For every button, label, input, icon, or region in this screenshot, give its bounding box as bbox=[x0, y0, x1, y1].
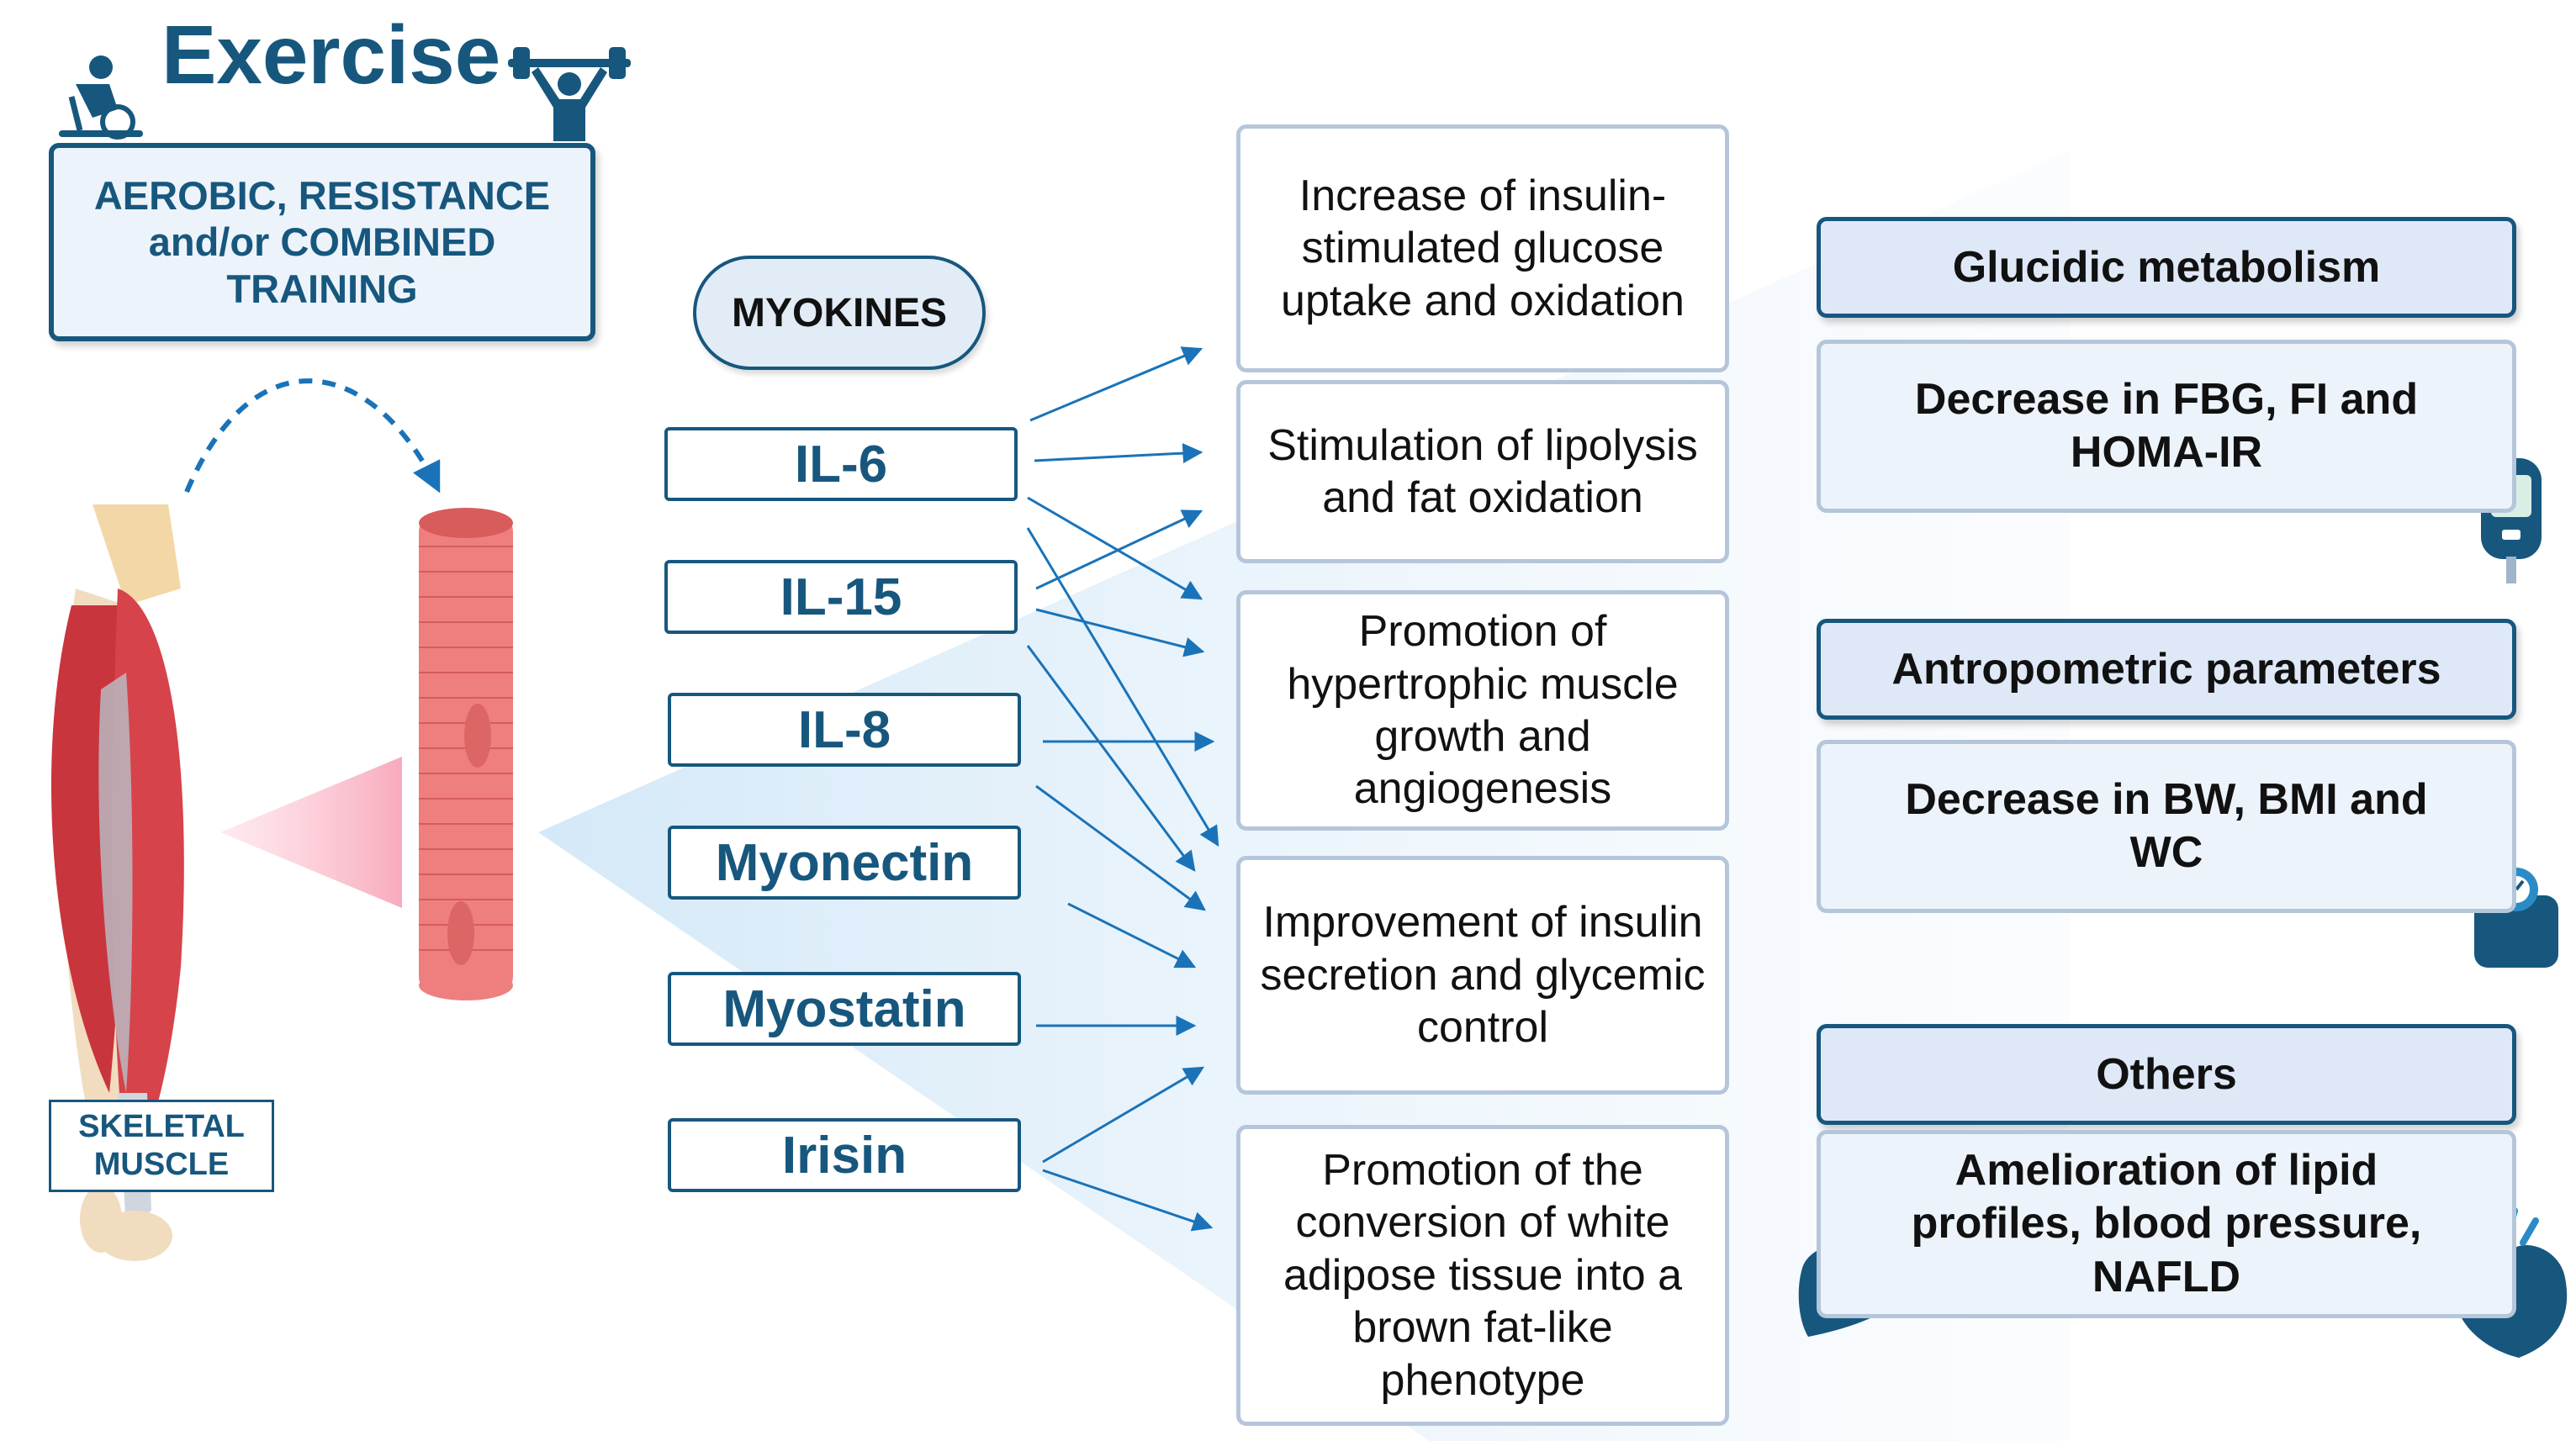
myokine-il6: IL-6 bbox=[664, 427, 1018, 501]
category-glucidic-heading: Glucidic metabolism bbox=[1817, 217, 2516, 318]
dashed-curve-arrow bbox=[184, 378, 441, 494]
zoom-cone bbox=[220, 757, 402, 908]
weightlifter-icon bbox=[508, 47, 631, 141]
cyclist-icon bbox=[59, 55, 143, 140]
category-others-heading: Others bbox=[1817, 1024, 2516, 1125]
effect-browning: Promotion of the conversion of white adi… bbox=[1236, 1125, 1729, 1426]
training-box: AEROBIC, RESISTANCE and/or COMBINED TRAI… bbox=[49, 143, 595, 341]
effect-insulin-secretion: Improvement of insulin secretion and gly… bbox=[1236, 856, 1729, 1095]
myokines-label: MYOKINES bbox=[693, 256, 986, 370]
effect-hypertrophy: Promotion of hypertrophic muscle growth … bbox=[1236, 590, 1729, 831]
category-antropometric-heading: Antropometric parameters bbox=[1817, 619, 2516, 720]
effect-glucose-uptake: Increase of insulin-stimulated glucose u… bbox=[1236, 124, 1729, 372]
myokine-irisin: Irisin bbox=[668, 1118, 1021, 1192]
leg-muscle-illustration bbox=[50, 504, 184, 1261]
myokine-myonectin: Myonectin bbox=[668, 826, 1021, 900]
category-glucidic-body: Decrease in FBG, FI and HOMA-IR bbox=[1817, 340, 2516, 513]
category-others-body: Amelioration of lipid profiles, blood pr… bbox=[1817, 1130, 2516, 1318]
category-antropometric-body: Decrease in BW, BMI and WC bbox=[1817, 740, 2516, 913]
skeletal-muscle-label: SKELETAL MUSCLE bbox=[49, 1100, 274, 1192]
muscle-fiber-illustration bbox=[419, 508, 513, 1000]
title: Exercise bbox=[161, 8, 501, 101]
myokine-il15: IL-15 bbox=[664, 560, 1018, 634]
myokine-myostatin: Myostatin bbox=[668, 972, 1021, 1046]
myokine-il8: IL-8 bbox=[668, 693, 1021, 767]
effect-lipolysis: Stimulation of lipolysis and fat oxidati… bbox=[1236, 380, 1729, 563]
myokine-effect-arrows bbox=[1026, 346, 1219, 1232]
